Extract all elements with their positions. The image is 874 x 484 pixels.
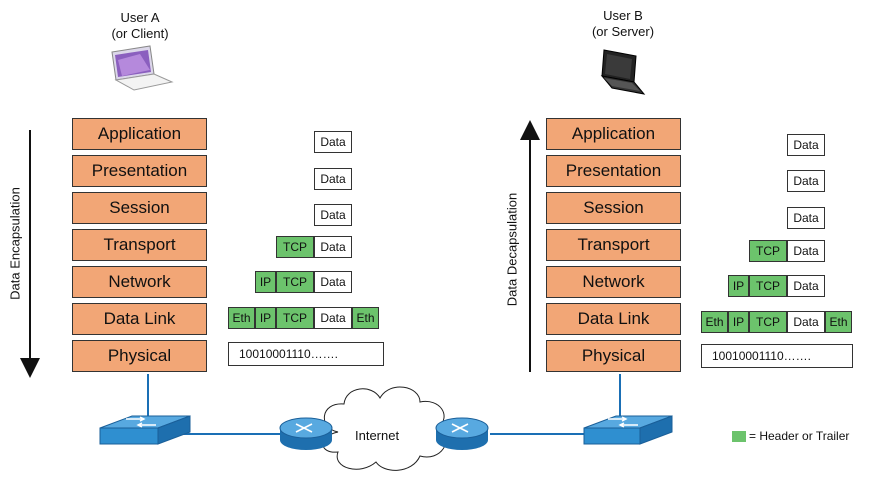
data-cell: Data xyxy=(314,236,352,258)
tcp-header: TCP xyxy=(276,307,314,329)
layer-session: Session xyxy=(72,192,207,224)
data-cell: Data xyxy=(787,311,825,333)
pdu-session-left: Data xyxy=(314,204,352,226)
layer-data-link: Data Link xyxy=(546,303,681,335)
pdu-application-left: Data xyxy=(314,131,352,153)
data-cell: Data xyxy=(314,307,352,329)
osi-stack-right: Application Presentation Session Transpo… xyxy=(546,118,681,377)
bits-right: 10010001110……. xyxy=(701,344,853,368)
tcp-header: TCP xyxy=(276,236,314,258)
user-b-label: User B (or Server) xyxy=(563,8,683,40)
legend-swatch xyxy=(732,430,746,442)
laptop-icon xyxy=(600,49,646,95)
pdu-presentation-left: Data xyxy=(314,168,352,190)
tcp-header: TCP xyxy=(749,240,787,262)
user-b-role: (or Server) xyxy=(591,24,655,39)
tcp-header: TCP xyxy=(749,311,787,333)
ip-header: IP xyxy=(255,271,276,293)
user-a-role: (or Client) xyxy=(111,26,169,41)
layer-application: Application xyxy=(72,118,207,150)
user-a-name: User A xyxy=(120,10,160,25)
pdu-network-left: IP TCP Data xyxy=(255,271,352,293)
router-icon xyxy=(435,417,489,450)
data-cell: Data xyxy=(787,275,825,297)
tcp-header: TCP xyxy=(276,271,314,293)
user-a-label: User A (or Client) xyxy=(80,10,200,42)
data-cell: Data xyxy=(314,204,352,226)
switch-icon xyxy=(99,415,191,445)
eth-trailer: Eth xyxy=(825,311,852,333)
pdu-data-link-left: Eth IP TCP Data Eth xyxy=(228,307,379,329)
layer-physical: Physical xyxy=(546,340,681,372)
eth-header: Eth xyxy=(701,311,728,333)
encapsulation-label: Data Encapsulation xyxy=(7,187,23,300)
ip-header: IP xyxy=(728,311,749,333)
pdu-transport-left: TCP Data xyxy=(276,236,352,258)
switch-icon xyxy=(583,415,673,445)
data-cell: Data xyxy=(787,240,825,262)
laptop-icon xyxy=(111,45,174,91)
data-cell: Data xyxy=(787,207,825,229)
internet-label: Internet xyxy=(355,428,400,443)
data-cell: Data xyxy=(314,271,352,293)
layer-network: Network xyxy=(546,266,681,298)
eth-trailer: Eth xyxy=(352,307,379,329)
eth-header: Eth xyxy=(228,307,255,329)
layer-data-link: Data Link xyxy=(72,303,207,335)
ip-header: IP xyxy=(728,275,749,297)
pdu-application-right: Data xyxy=(787,134,825,156)
layer-network: Network xyxy=(72,266,207,298)
layer-application: Application xyxy=(546,118,681,150)
layer-session: Session xyxy=(546,192,681,224)
tcp-header: TCP xyxy=(749,275,787,297)
pdu-network-right: IP TCP Data xyxy=(728,275,825,297)
layer-presentation: Presentation xyxy=(72,155,207,187)
decapsulation-label: Data Decapsulation xyxy=(504,192,520,307)
data-cell: Data xyxy=(787,134,825,156)
layer-physical: Physical xyxy=(72,340,207,372)
layer-transport: Transport xyxy=(546,229,681,261)
pdu-presentation-right: Data xyxy=(787,170,825,192)
layer-transport: Transport xyxy=(72,229,207,261)
osi-stack-left: Application Presentation Session Transpo… xyxy=(72,118,207,377)
pdu-session-right: Data xyxy=(787,207,825,229)
legend-label: = Header or Trailer xyxy=(749,429,850,443)
router-icon xyxy=(279,417,333,450)
legend: = Header or Trailer xyxy=(732,429,849,443)
data-cell: Data xyxy=(314,131,352,153)
pdu-data-link-right: Eth IP TCP Data Eth xyxy=(701,311,852,333)
data-cell: Data xyxy=(314,168,352,190)
bits-left: 10010001110……. xyxy=(228,342,384,366)
data-cell: Data xyxy=(787,170,825,192)
layer-presentation: Presentation xyxy=(546,155,681,187)
user-b-name: User B xyxy=(603,8,643,23)
pdu-transport-right: TCP Data xyxy=(749,240,825,262)
ip-header: IP xyxy=(255,307,276,329)
